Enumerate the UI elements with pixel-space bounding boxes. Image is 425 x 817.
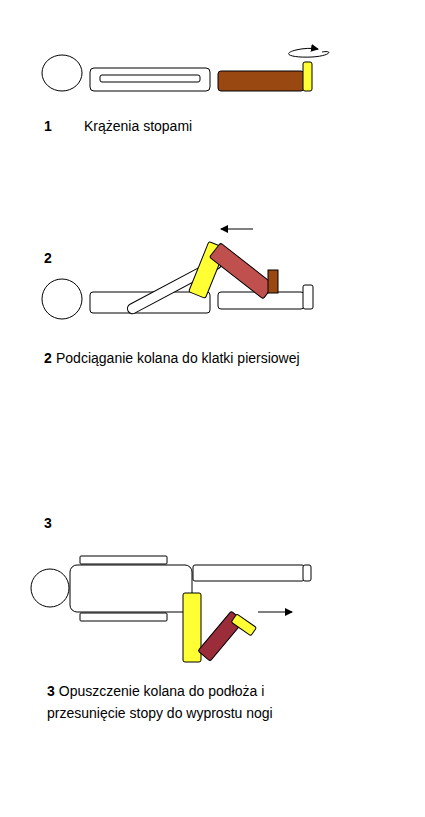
- caption-text: Opuszczenie kolana do podłoża i przesuni…: [47, 683, 273, 721]
- callout-number: 3: [44, 515, 52, 532]
- caption-number: 3: [47, 683, 55, 699]
- callout-number: 2: [44, 250, 52, 267]
- caption-paragraph: 3Opuszczenie kolana do podłoża i przesun…: [47, 680, 297, 724]
- figure-knee-lowering: [31, 556, 311, 662]
- callout-number: 1: [44, 118, 52, 135]
- figure-knee-to-chest: [42, 229, 313, 319]
- figure-foot-circles: [42, 48, 329, 91]
- caption-text: Podciąganie kolana do klatki piersiowej: [56, 350, 300, 367]
- caption-number: 2: [44, 350, 52, 367]
- caption-text: Krążenia stopami: [84, 118, 192, 135]
